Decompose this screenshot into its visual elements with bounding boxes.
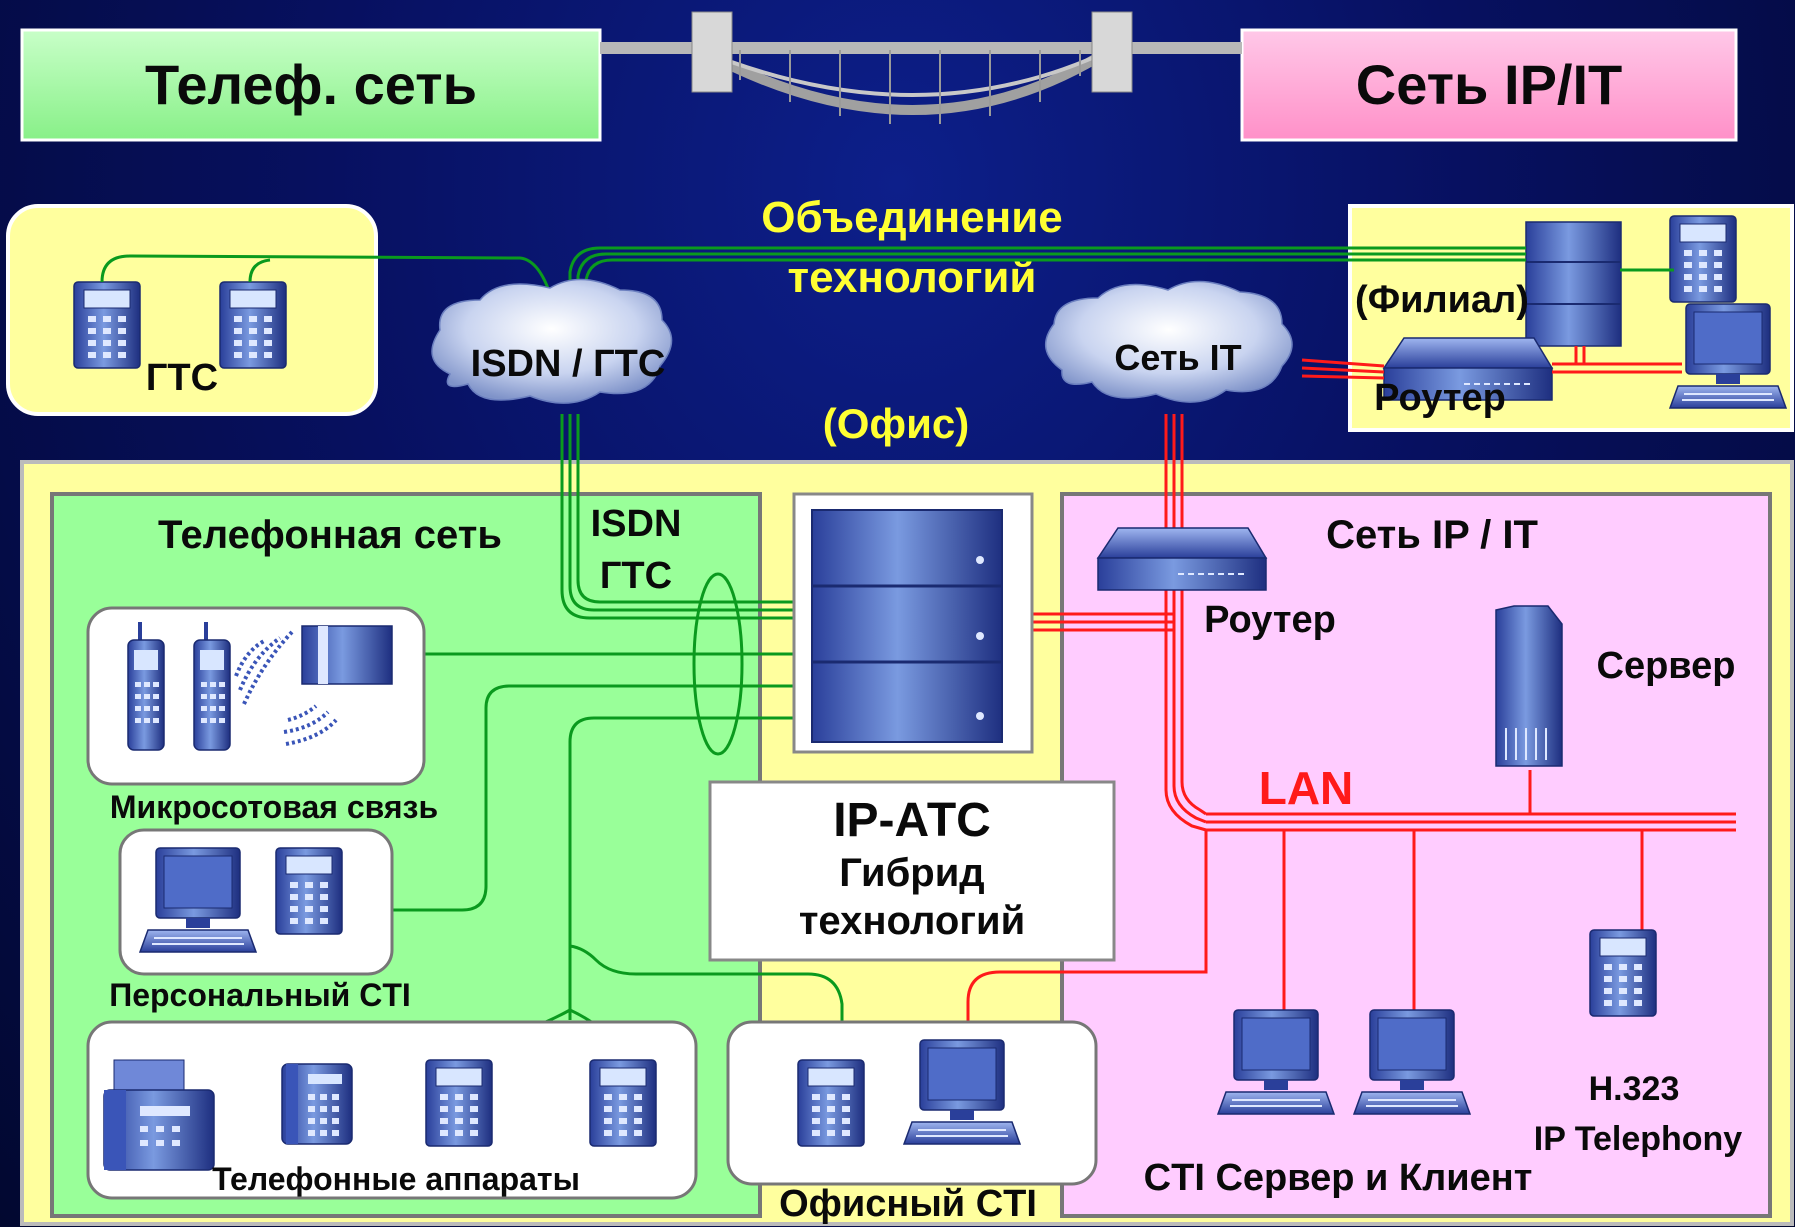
ip-pbx-label-line2: Гибрид [839,851,984,895]
gts-phone-icon [219,281,287,369]
branch-phone-icon [1669,215,1737,303]
branch-label: (Филиал) [1355,279,1529,321]
office-cti-phone-icon [797,1059,865,1147]
gts-label: ГТС [146,357,218,399]
branch-router-label: Роутер [1374,377,1506,419]
branch-computer-icon [1669,303,1787,409]
cti-server-computer-icon [1217,1009,1335,1115]
right-title-box [1240,28,1738,142]
cti-server-client-label: CTI Сервер и Клиент [1144,1157,1533,1199]
phone-network-title: Телефонная сеть [158,513,502,557]
right-title: Сеть IP/IT [1356,53,1623,116]
ip-pbx-label-line3: технологий [799,899,1025,943]
left-title: Телеф. сеть [145,53,477,116]
phones-label: Телефонные аппараты [212,1161,580,1197]
server-label: Сервер [1597,645,1736,687]
it-cloud-label: Сеть IT [1114,337,1241,378]
isdn-label-line2: ГТС [600,555,672,597]
lan-label: LAN [1259,762,1354,814]
gts-phone-icon [73,281,141,369]
phones-box [86,1020,698,1200]
office-cti-computer-icon [903,1039,1021,1145]
left-title-box [20,28,602,142]
isdn-gts-cloud-label: ISDN / ГТС [471,343,666,385]
ip-pbx-icon [811,509,1003,743]
h323-label-line2: IP Telephony [1534,1120,1743,1158]
bridge-icon [600,11,1242,124]
office-label: (Офис) [823,400,970,447]
ip-pbx-label-line1: IP-АТС [833,794,991,847]
cti-client-computer-icon [1353,1009,1471,1115]
desk-phone-icon [589,1059,657,1147]
ip-phone-icon [1589,929,1657,1017]
ip-network-title: Сеть IP / IT [1326,513,1538,557]
desk-phone-icon [425,1059,493,1147]
personal-cti-computer-icon [139,847,257,953]
office-cti-label: Офисный CTI [779,1183,1037,1225]
cordless-phone-icon [193,621,231,751]
personal-cti-phone-icon [275,847,343,935]
it-cloud: Сеть IT [1045,280,1293,403]
microcell-label: Микросотовая связь [110,789,438,825]
isdn-label-line1: ISDN [591,503,682,545]
convergence-title-line1: Объединение [761,193,1063,242]
base-station-icon [301,625,393,685]
ip-lines [966,346,1736,1040]
server-icon [1495,605,1563,767]
ip-pbx-label-box [708,780,1116,962]
office-cti-box [726,1020,1098,1186]
radio-waves-icon [234,630,338,746]
line-group-ellipse [692,572,744,756]
isdn-gts-cloud: ISDN / ГТС [431,278,673,404]
office-router-icon [1097,527,1267,591]
h323-label-line1: H.323 [1589,1070,1680,1108]
cordless-phone-icon [127,621,165,751]
basic-phone-icon [281,1063,353,1145]
personal-cti-label: Персональный CTI [109,977,411,1013]
branch-pbx-icon [1525,221,1622,347]
office-router-label: Роутер [1204,599,1336,641]
